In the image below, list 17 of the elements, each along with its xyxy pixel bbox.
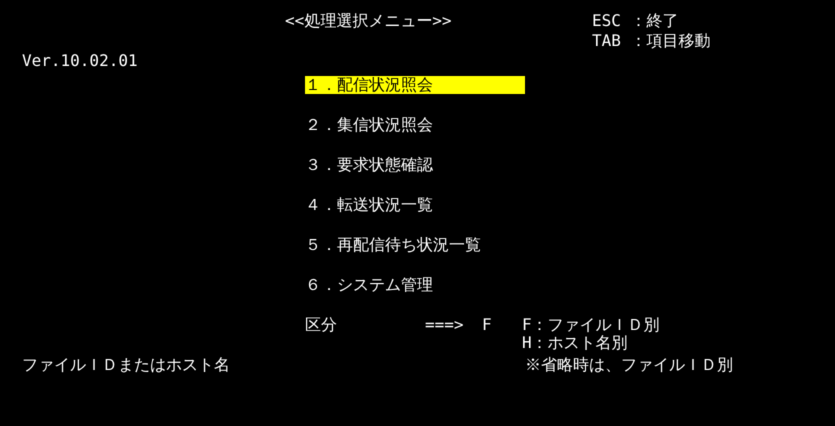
key-hint: ESC ：終了 [592, 12, 679, 30]
field-label: ファイルＩＤまたはホスト名 [22, 356, 230, 374]
menu-item: ３．要求状態確認 [305, 156, 433, 174]
option-hint: F：ファイルＩＤ別 [522, 316, 660, 334]
menu-item: ４．転送状況一覧 [305, 196, 433, 214]
input-value: F [482, 316, 492, 334]
menu-item: ２．集信状況照会 [305, 116, 433, 134]
menu-item: ５．再配信待ち状況一覧 [305, 236, 481, 254]
screen-title: <<処理選択メニュー>> [285, 12, 452, 30]
version-text: Ver.10.02.01 [22, 52, 138, 70]
selected-menu-item: １．配信状況照会 [305, 76, 525, 94]
option-hint: H：ホスト名別 [522, 334, 628, 352]
key-hint: TAB ：項目移動 [592, 32, 711, 50]
field-label: 区分 [305, 316, 337, 334]
menu-item: ６．システム管理 [305, 276, 433, 294]
pointer-text: ===> [425, 316, 464, 334]
note-text: ※省略時は、ファイルＩＤ別 [525, 356, 733, 374]
